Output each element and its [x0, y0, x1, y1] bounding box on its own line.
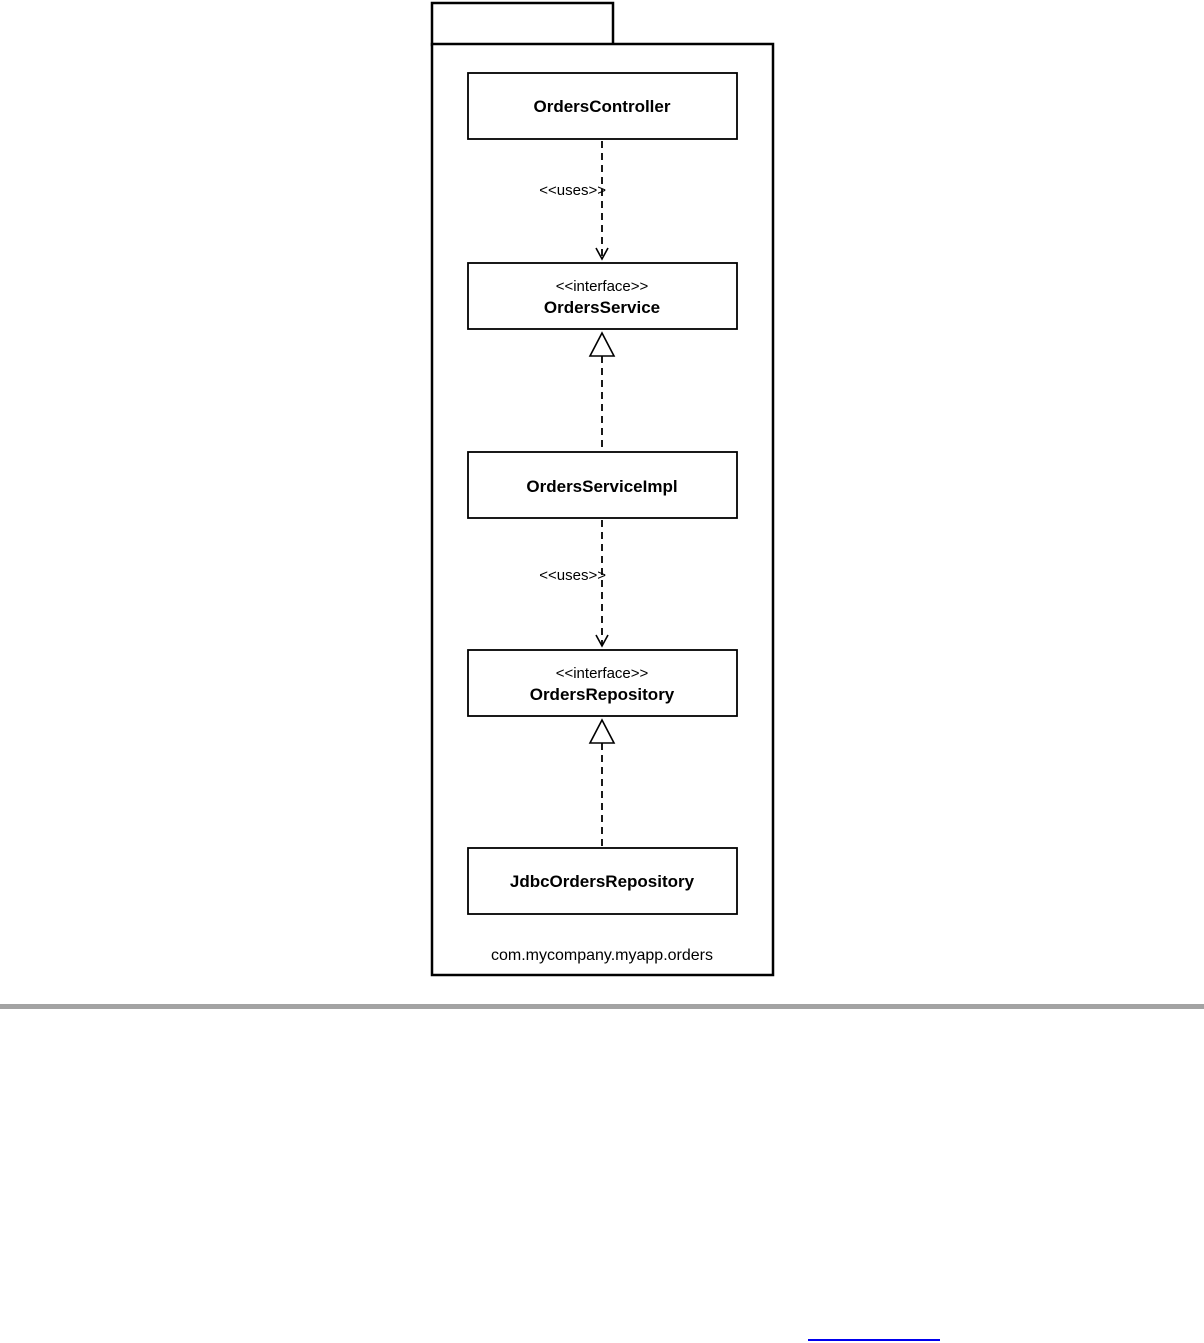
realization-arrowhead — [588, 331, 616, 357]
class-name: OrdersServiceImpl — [526, 477, 677, 496]
class-box — [467, 649, 738, 717]
class-orders-repository: <<interface>> OrdersRepository — [467, 649, 738, 717]
uml-package-diagram: com.mycompany.myapp.orders OrdersControl… — [430, 1, 775, 977]
package-name: com.mycompany.myapp.orders — [491, 947, 713, 964]
class-orders-controller: OrdersController — [467, 72, 738, 140]
class-name: JdbcOrdersRepository — [510, 872, 695, 891]
realization-arrowhead — [588, 718, 616, 744]
class-name: OrdersService — [544, 298, 660, 317]
relation-label: <<uses>> — [539, 567, 606, 584]
class-box — [467, 72, 738, 140]
relation-label: <<uses>> — [539, 182, 606, 199]
relation-jdbc-realizes-repository — [588, 718, 616, 847]
class-box — [467, 847, 738, 915]
class-box — [467, 451, 738, 519]
relation-impl-uses-repository: <<uses>> — [539, 520, 609, 648]
class-box — [467, 262, 738, 330]
link-underline[interactable] — [808, 1339, 940, 1341]
page-divider — [0, 1004, 1204, 1009]
class-stereotype: <<interface>> — [556, 665, 649, 682]
class-orders-service-impl: OrdersServiceImpl — [467, 451, 738, 519]
relation-impl-realizes-service — [588, 331, 616, 451]
relation-controller-uses-service: <<uses>> — [539, 141, 609, 261]
package-tab — [430, 1, 615, 47]
class-jdbc-orders-repository: JdbcOrdersRepository — [467, 847, 738, 915]
class-name: OrdersRepository — [530, 685, 675, 704]
class-name: OrdersController — [534, 97, 671, 116]
class-stereotype: <<interface>> — [556, 278, 649, 295]
class-orders-service: <<interface>> OrdersService — [467, 262, 738, 330]
